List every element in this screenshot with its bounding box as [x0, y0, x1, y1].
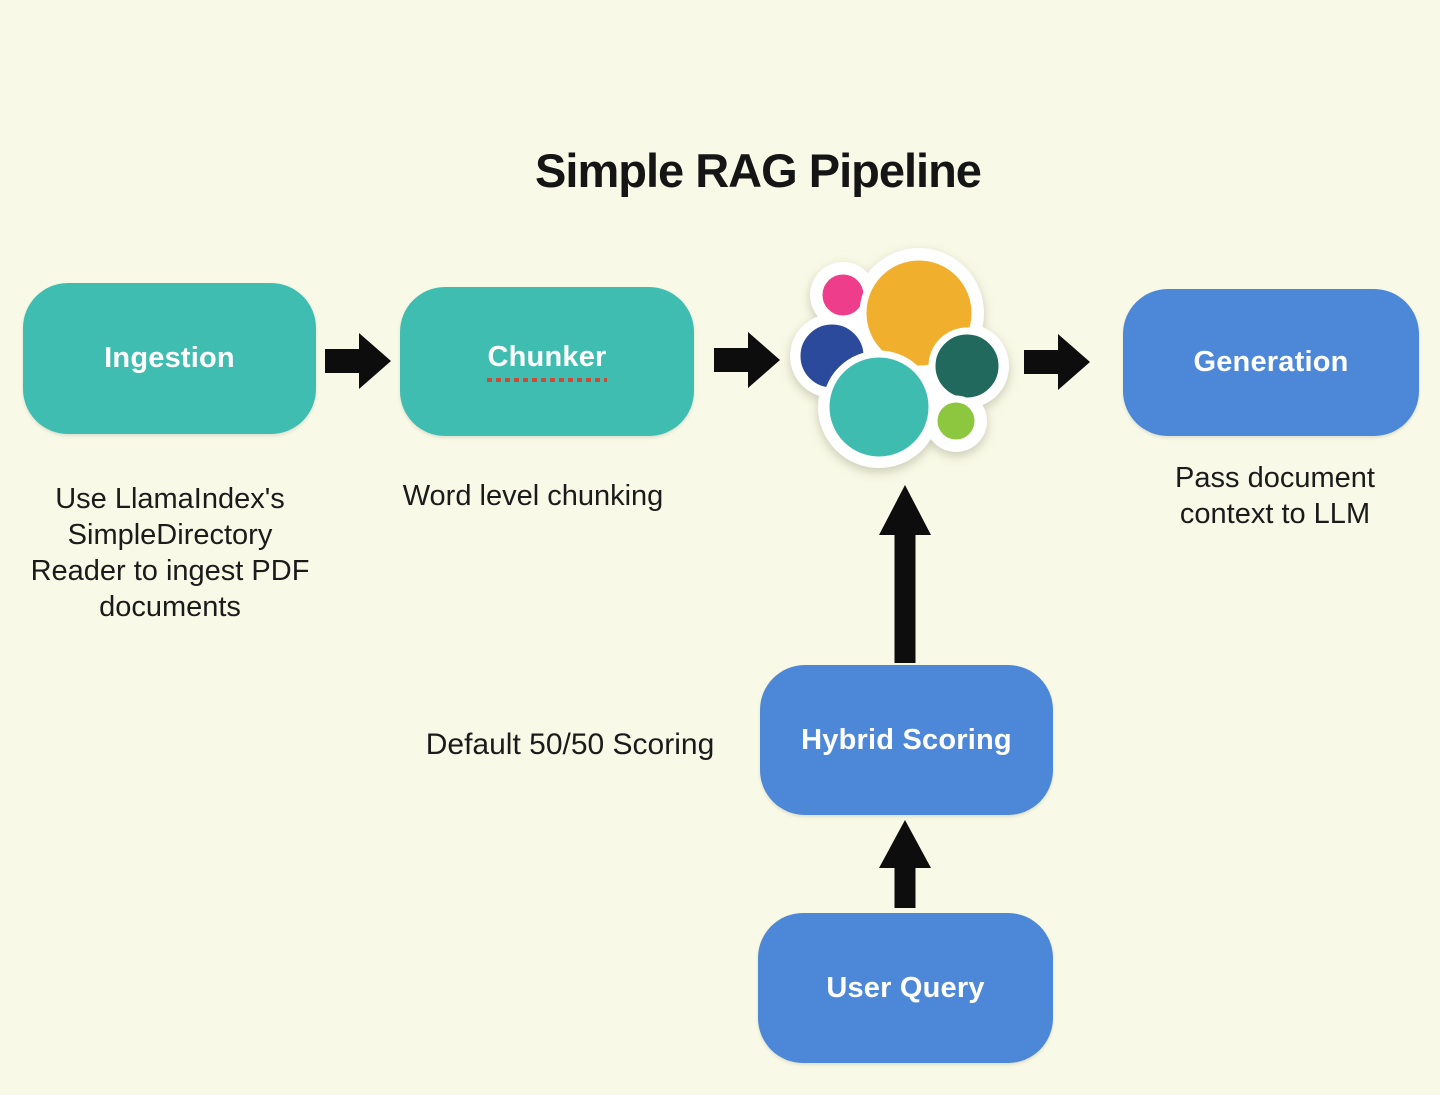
arrow-up-icon [879, 485, 931, 663]
hybrid-scoring-label: Hybrid Scoring [801, 723, 1012, 756]
hybrid-scoring-node: Hybrid Scoring [760, 665, 1053, 815]
chunker-node: Chunker [400, 287, 694, 436]
elasticsearch-logo-icon [788, 242, 1012, 472]
ingestion-caption: Use LlamaIndex's SimpleDirectory Reader … [30, 483, 310, 623]
ingestion-label: Ingestion [104, 342, 235, 374]
generation-caption: Pass document context to LLM [1175, 462, 1375, 530]
ingestion-node: Ingestion [23, 283, 316, 434]
chunker-caption: Word level chunking [402, 480, 664, 512]
arrow-right-icon [325, 333, 391, 389]
logo-light-green-blob [930, 395, 982, 447]
hybrid-scoring-note: Default 50/50 Scoring [425, 728, 715, 761]
generation-label: Generation [1193, 346, 1349, 378]
generation-node: Generation [1123, 289, 1419, 436]
user-query-node: User Query [758, 913, 1053, 1063]
arrow-right-icon [1024, 334, 1090, 390]
user-query-label: User Query [826, 971, 985, 1004]
arrow-right-icon [714, 332, 780, 388]
diagram-title: Simple RAG Pipeline [535, 144, 982, 197]
chunker-label: Chunker [487, 341, 607, 382]
logo-dark-green-blob [928, 327, 1006, 405]
logo-teal-blob [822, 350, 936, 464]
arrow-up-icon [879, 820, 931, 908]
